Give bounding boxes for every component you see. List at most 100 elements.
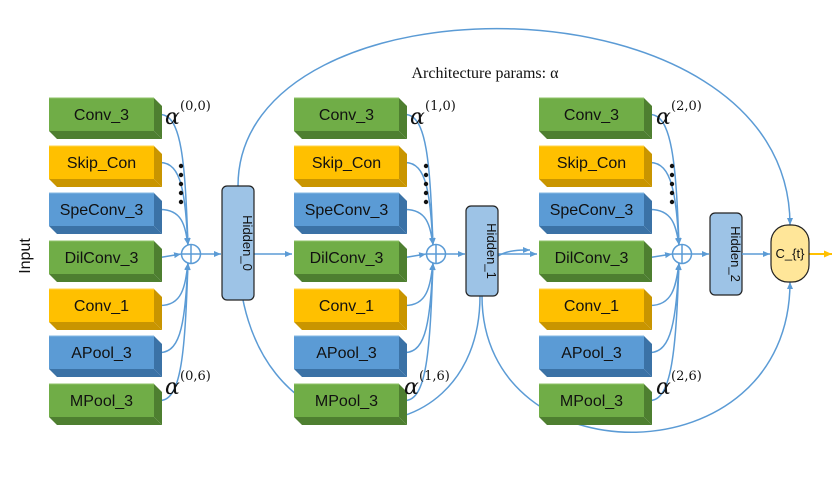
ellipsis-dot bbox=[178, 199, 184, 205]
ellipsis-dot bbox=[178, 172, 184, 178]
hidden-label: Hidden_1 bbox=[484, 223, 499, 279]
skip-loop-hidden1-to-cell bbox=[481, 281, 793, 433]
op-label: Conv_3 bbox=[319, 107, 374, 124]
ellipsis-dot bbox=[669, 163, 675, 169]
ellipsis-dot bbox=[423, 172, 429, 178]
op-label: Conv_1 bbox=[74, 298, 129, 315]
op-block-skip-con: Skip_Con bbox=[539, 145, 652, 187]
output-cell: C_{t} bbox=[770, 224, 810, 283]
op-label: DilConv_3 bbox=[65, 250, 139, 267]
sum-node-icon bbox=[671, 243, 693, 265]
alpha-bottom-index: (0,6) bbox=[180, 369, 211, 384]
op-block-dilconv-3: DilConv_3 bbox=[294, 240, 407, 282]
ellipsis-dot bbox=[178, 181, 184, 187]
ellipsis-dot bbox=[669, 199, 675, 205]
edge-op-2-to-sum bbox=[159, 208, 190, 246]
edge-op-3-to-sum bbox=[404, 252, 427, 259]
alpha-top-index: (1,0) bbox=[425, 99, 456, 114]
op-label: APool_3 bbox=[561, 345, 622, 362]
op-block-mpool-3: MPool_3 bbox=[294, 383, 407, 425]
op-block-conv-1: Conv_1 bbox=[294, 288, 407, 330]
ellipsis-dot bbox=[669, 181, 675, 187]
op-block-skip-con: Skip_Con bbox=[294, 145, 407, 187]
op-label: Conv_3 bbox=[74, 107, 129, 124]
alpha-top-label: α bbox=[165, 105, 180, 130]
sum-node-icon bbox=[425, 243, 447, 265]
op-block-skip-con: Skip_Con bbox=[49, 145, 162, 187]
ellipsis-dot bbox=[423, 163, 429, 169]
hidden-node-0: Hidden_0 bbox=[221, 185, 255, 301]
edge-op-2-to-sum bbox=[404, 208, 435, 246]
op-label: MPool_3 bbox=[560, 393, 623, 410]
edge-op-6-to-sum bbox=[159, 262, 191, 402]
ellipsis-dot bbox=[178, 190, 184, 196]
edge-op-3-to-sum bbox=[649, 252, 673, 259]
diagram-title: Architecture params: α bbox=[412, 65, 560, 82]
op-label: SpeConv_3 bbox=[550, 202, 634, 219]
alpha-bottom-index: (2,6) bbox=[671, 369, 702, 384]
op-block-conv-3: Conv_3 bbox=[539, 97, 652, 139]
edge-op-6-to-sum bbox=[649, 262, 682, 402]
op-label: Conv_3 bbox=[564, 107, 619, 124]
hidden-node-1: Hidden_1 bbox=[465, 205, 499, 297]
op-label: MPool_3 bbox=[315, 393, 378, 410]
op-block-conv-1: Conv_1 bbox=[539, 288, 652, 330]
edge-op-0-to-sum bbox=[404, 113, 436, 246]
alpha-bottom-label: α bbox=[404, 375, 419, 400]
ellipsis-dot bbox=[423, 190, 429, 196]
alpha-top-label: α bbox=[656, 105, 671, 130]
alpha-top-index: (2,0) bbox=[671, 99, 702, 114]
sum-node-icon bbox=[180, 243, 202, 265]
ellipsis-dot bbox=[178, 163, 184, 169]
op-block-conv-3: Conv_3 bbox=[294, 97, 407, 139]
hidden-label: Hidden_0 bbox=[240, 215, 255, 271]
ellipsis-dot bbox=[669, 172, 675, 178]
op-label: APool_3 bbox=[316, 345, 377, 362]
alpha-bottom-index: (1,6) bbox=[419, 369, 450, 384]
stage-1: Conv_3Skip_ConSpeConv_3DilConv_3Conv_1AP… bbox=[294, 97, 537, 425]
op-label: Skip_Con bbox=[312, 155, 381, 172]
alpha-bottom-label: α bbox=[165, 375, 180, 400]
op-label: SpeConv_3 bbox=[60, 202, 144, 219]
alpha-top-label: α bbox=[410, 105, 425, 130]
edge-op-4-to-sum bbox=[404, 262, 436, 307]
edge-op-4-to-sum bbox=[159, 262, 191, 307]
op-block-speconv-3: SpeConv_3 bbox=[49, 192, 162, 234]
edge-op-4-to-sum bbox=[649, 262, 682, 307]
op-block-conv-3: Conv_3 bbox=[49, 97, 162, 139]
ellipsis-dot bbox=[669, 190, 675, 196]
edge-op-2-to-sum bbox=[649, 208, 681, 246]
op-block-mpool-3: MPool_3 bbox=[539, 383, 652, 425]
op-label: MPool_3 bbox=[70, 393, 133, 410]
op-block-conv-1: Conv_1 bbox=[49, 288, 162, 330]
edge-op-3-to-sum bbox=[159, 252, 182, 259]
op-block-dilconv-3: DilConv_3 bbox=[539, 240, 652, 282]
output-cell-label: C_{t} bbox=[776, 246, 806, 261]
op-block-apool-3: APool_3 bbox=[294, 335, 407, 377]
hidden-node-2: Hidden_2 bbox=[709, 212, 743, 296]
op-label: Conv_1 bbox=[564, 298, 619, 315]
op-block-speconv-3: SpeConv_3 bbox=[294, 192, 407, 234]
ellipsis-dot bbox=[423, 181, 429, 187]
skip-loop-hidden0-to-cell bbox=[237, 27, 793, 226]
op-label: DilConv_3 bbox=[310, 250, 384, 267]
alpha-top-index: (0,0) bbox=[180, 99, 211, 114]
alpha-bottom-label: α bbox=[656, 375, 671, 400]
edge-op-0-to-sum bbox=[159, 113, 191, 246]
ellipsis-dot bbox=[423, 199, 429, 205]
input-label: Input bbox=[17, 238, 34, 274]
op-label: APool_3 bbox=[71, 345, 132, 362]
edge-op-6-to-sum bbox=[404, 262, 436, 402]
hidden-label: Hidden_2 bbox=[728, 226, 743, 282]
stage-0: Conv_3Skip_ConSpeConv_3DilConv_3Conv_1AP… bbox=[49, 97, 292, 425]
stage-2: Conv_3Skip_ConSpeConv_3DilConv_3Conv_1AP… bbox=[539, 97, 743, 425]
edge-op-0-to-sum bbox=[649, 113, 682, 246]
op-block-speconv-3: SpeConv_3 bbox=[539, 192, 652, 234]
stages-layer: Conv_3Skip_ConSpeConv_3DilConv_3Conv_1AP… bbox=[49, 97, 743, 425]
op-block-apool-3: APool_3 bbox=[539, 335, 652, 377]
op-block-dilconv-3: DilConv_3 bbox=[49, 240, 162, 282]
op-label: DilConv_3 bbox=[555, 250, 629, 267]
op-label: SpeConv_3 bbox=[305, 202, 389, 219]
op-label: Skip_Con bbox=[557, 155, 626, 172]
